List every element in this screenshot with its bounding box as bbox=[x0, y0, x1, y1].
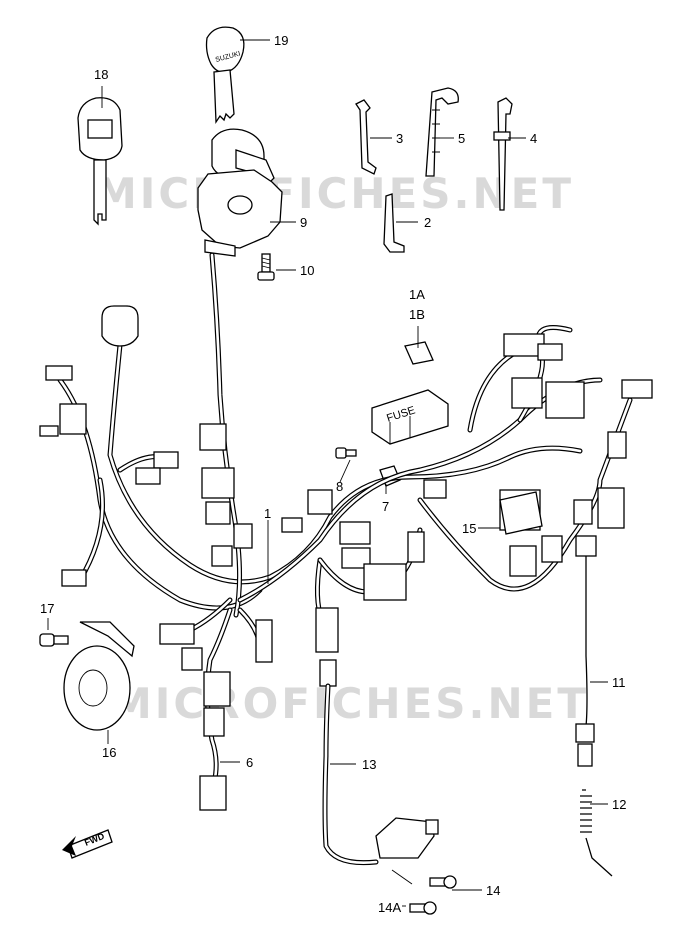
fuse-1a-1b bbox=[404, 341, 434, 365]
fwd-arrow: FWD bbox=[62, 829, 113, 859]
watermark-top: MICROFICHES.NET bbox=[95, 169, 574, 218]
horn-16 bbox=[63, 621, 135, 731]
label-9: 9 bbox=[300, 215, 307, 230]
ignition-key-19: SUZUKI bbox=[205, 26, 245, 125]
clamp-3 bbox=[355, 99, 377, 175]
bolt-14a bbox=[409, 901, 437, 915]
label-15: 15 bbox=[462, 521, 476, 536]
label-17: 17 bbox=[40, 601, 54, 616]
label-8: 8 bbox=[336, 479, 343, 494]
ignition-switch-9 bbox=[197, 128, 283, 257]
label-2: 2 bbox=[424, 215, 431, 230]
sensor-11 bbox=[575, 555, 595, 767]
label-6: 6 bbox=[246, 755, 253, 770]
label-10: 10 bbox=[300, 263, 314, 278]
label-3: 3 bbox=[396, 131, 403, 146]
watermark-bottom: MICROFICHES.NET bbox=[110, 679, 589, 728]
leader-lines bbox=[47, 39, 608, 907]
label-19: 19 bbox=[274, 33, 288, 48]
label-13: 13 bbox=[362, 757, 376, 772]
label-1a: 1A bbox=[409, 287, 425, 302]
label-1b: 1B bbox=[409, 307, 425, 322]
key-18 bbox=[77, 97, 123, 226]
bolt-8 bbox=[335, 447, 357, 459]
label-11: 11 bbox=[612, 675, 626, 690]
label-5: 5 bbox=[458, 131, 465, 146]
tie-4 bbox=[493, 97, 513, 211]
switch-13 bbox=[322, 683, 439, 866]
label-14: 14 bbox=[486, 883, 500, 898]
label-18: 18 bbox=[94, 67, 108, 82]
harness-connectors bbox=[39, 305, 653, 811]
label-7: 7 bbox=[382, 499, 389, 514]
label-14a: 14A bbox=[378, 900, 401, 915]
band-5 bbox=[425, 87, 459, 177]
label-12: 12 bbox=[612, 797, 626, 812]
clamp-2 bbox=[383, 193, 405, 253]
screw-10 bbox=[257, 253, 275, 281]
spring-12 bbox=[580, 789, 613, 877]
bolt-17 bbox=[39, 633, 69, 647]
fuse-box: FUSE bbox=[371, 389, 449, 445]
label-4: 4 bbox=[530, 131, 537, 146]
relay-15 bbox=[499, 491, 543, 535]
label-16: 16 bbox=[102, 745, 116, 760]
bolt-14 bbox=[429, 875, 457, 889]
label-1: 1 bbox=[264, 506, 271, 521]
part-labels: 19 18 9 10 3 5 4 2 1A 1B 8 7 1 15 17 16 … bbox=[40, 33, 626, 915]
